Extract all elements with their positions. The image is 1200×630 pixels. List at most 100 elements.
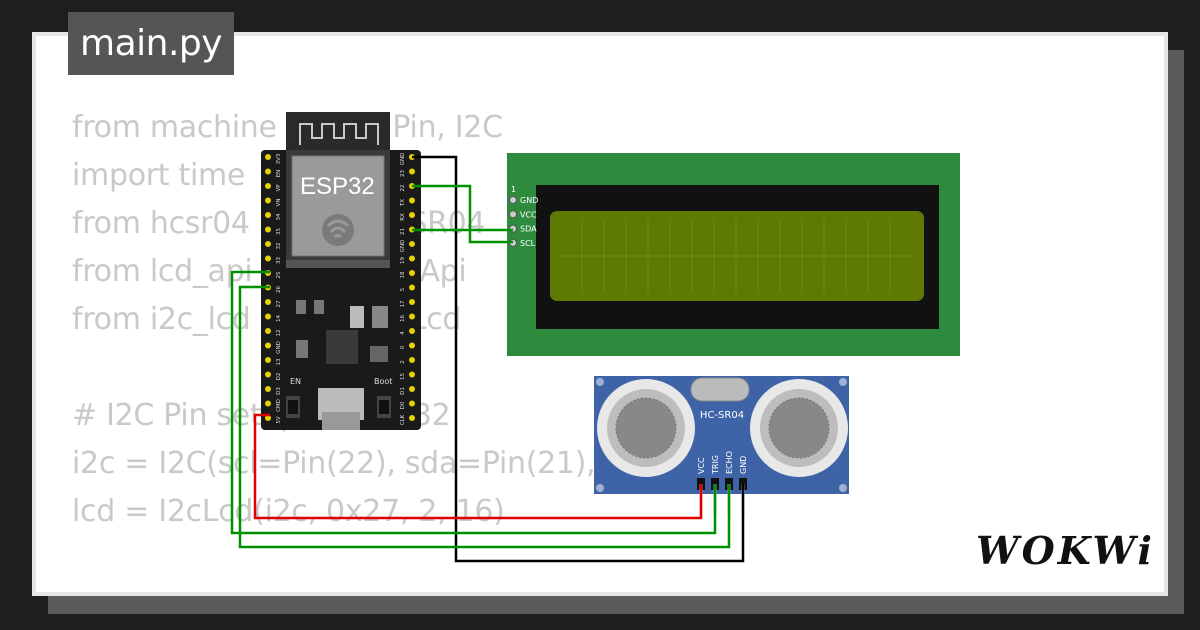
esp32-pin[interactable] <box>265 328 271 334</box>
esp32-pin[interactable] <box>409 415 415 421</box>
esp32-pin[interactable] <box>409 270 415 276</box>
esp32-label: ESP32 <box>300 173 375 200</box>
esp32-pin-label: 3V3 <box>276 153 282 164</box>
esp32-pin[interactable] <box>265 400 271 407</box>
esp32-pin-label: 12 <box>276 330 282 337</box>
esp32-pin-label: 13 <box>276 358 282 365</box>
lcd-pin-label: SDA <box>520 225 537 234</box>
en-button-label: EN <box>290 377 301 386</box>
esp32-pin-label: 22 <box>400 185 406 192</box>
esp32-pin[interactable] <box>265 183 271 189</box>
wire-lcd-gnd <box>412 155 745 563</box>
code-line: # Ultrasonic Sensor <box>72 584 812 592</box>
esp32-pin-label: 34 <box>276 213 282 220</box>
sensor-pin-label: GND <box>739 456 748 474</box>
wokwi-logo: WOKWi <box>976 528 1155 573</box>
wire-vcc-red <box>253 413 703 520</box>
esp32-pin[interactable] <box>409 328 415 334</box>
code-line: lcd = I2cLcd(i2c, 0x27, 2, 16) <box>72 494 505 529</box>
esp32-pin-label: 33 <box>276 257 282 264</box>
esp32-pin-label: D2 <box>276 373 282 381</box>
sensor-pin-label: TRIG <box>711 455 720 475</box>
esp32-pin[interactable] <box>409 212 415 218</box>
esp32-pin-label: 15 <box>400 373 406 380</box>
esp32-pin-label: D3 <box>276 387 282 395</box>
sensor-label: HC-SR04 <box>700 410 744 421</box>
lcd-pin-number: 1 <box>511 185 516 194</box>
esp32-pin[interactable] <box>265 313 271 320</box>
esp32-pin[interactable] <box>409 284 415 291</box>
lcd-pin-label: VCC <box>520 210 537 219</box>
esp32-pin-label: 26 <box>276 286 282 293</box>
esp32-pin-label: 0 <box>400 345 406 349</box>
esp32-board[interactable]: ESP32 EN Boot 3V3ENVPVN34353233252627141… <box>261 112 421 430</box>
lcd-pin[interactable] <box>509 210 517 219</box>
sensor-pin-label: ECHO <box>725 451 734 474</box>
esp32-pin[interactable] <box>265 371 271 378</box>
esp32-pin-label: CLK <box>400 414 406 425</box>
esp32-pin-label: GND <box>400 240 406 253</box>
esp32-pin[interactable] <box>265 226 271 233</box>
esp32-pin-label: 19 <box>400 257 406 264</box>
esp32-pin-label: 35 <box>276 228 282 235</box>
esp32-pin[interactable] <box>409 255 415 262</box>
esp32-pin-label: 25 <box>276 271 282 278</box>
esp32-pin-label: EN <box>276 170 282 178</box>
wire-echo <box>238 285 731 549</box>
esp32-pin-label: 16 <box>400 315 406 322</box>
esp32-pin-label: TX <box>400 199 406 207</box>
esp32-pin[interactable] <box>265 342 271 349</box>
esp32-pin[interactable] <box>265 241 271 247</box>
esp32-pin-label: 2 <box>400 360 406 364</box>
esp32-pin[interactable] <box>265 197 271 204</box>
file-tab[interactable]: main.py <box>68 12 235 75</box>
esp32-pin[interactable] <box>409 400 415 407</box>
esp32-pin[interactable] <box>265 154 271 160</box>
esp32-pin[interactable] <box>265 386 271 392</box>
esp32-pin[interactable] <box>265 415 271 421</box>
transducer-right <box>750 379 848 477</box>
esp32-pin[interactable] <box>265 212 271 218</box>
wire-trig <box>230 270 717 535</box>
esp32-pin[interactable] <box>409 386 415 392</box>
esp32-pin[interactable] <box>409 241 415 247</box>
esp32-pin[interactable] <box>265 357 271 363</box>
esp32-pin[interactable] <box>409 342 415 349</box>
lcd-pin-label: GND <box>520 196 538 205</box>
esp32-pin-label: VP <box>276 184 282 192</box>
esp32-pin-label: GND <box>276 341 282 354</box>
esp32-pin[interactable] <box>409 168 415 175</box>
esp32-pin-label: 17 <box>400 300 406 307</box>
esp32-pin[interactable] <box>409 299 415 305</box>
esp32-pin-label: GND <box>400 153 406 166</box>
esp32-pin-label: D0 <box>400 401 406 409</box>
esp32-pin-label: 5 <box>400 287 406 291</box>
esp32-pin-label: 32 <box>276 243 282 250</box>
esp32-pin[interactable] <box>409 371 415 378</box>
esp32-pin[interactable] <box>265 299 271 305</box>
lcd-pin[interactable] <box>509 196 517 204</box>
esp32-pin-label: CMD <box>276 399 282 412</box>
esp32-pin-label: 21 <box>400 228 406 235</box>
wires <box>230 155 745 563</box>
esp32-pin[interactable] <box>409 197 415 204</box>
esp32-pin-label: RX <box>400 213 406 221</box>
esp32-pin[interactable] <box>409 357 415 363</box>
esp32-pin-label: 23 <box>400 170 406 177</box>
esp32-pin-label: 18 <box>400 271 406 278</box>
esp32-pin-label: 4 <box>400 331 406 335</box>
esp32-pin-label: 14 <box>276 315 282 322</box>
esp32-pin[interactable] <box>265 168 271 175</box>
esp32-pin[interactable] <box>409 313 415 320</box>
espressif-logo-icon <box>322 214 354 246</box>
esp32-pin[interactable] <box>265 255 271 262</box>
esp32-pin-label: 5V <box>276 416 282 423</box>
esp32-pin-label: VN <box>276 199 282 207</box>
esp32-pin-label: 27 <box>276 300 282 307</box>
boot-button-label: Boot <box>374 377 392 386</box>
esp32-pin-label: D1 <box>400 387 406 395</box>
code-line: import time <box>72 158 246 193</box>
